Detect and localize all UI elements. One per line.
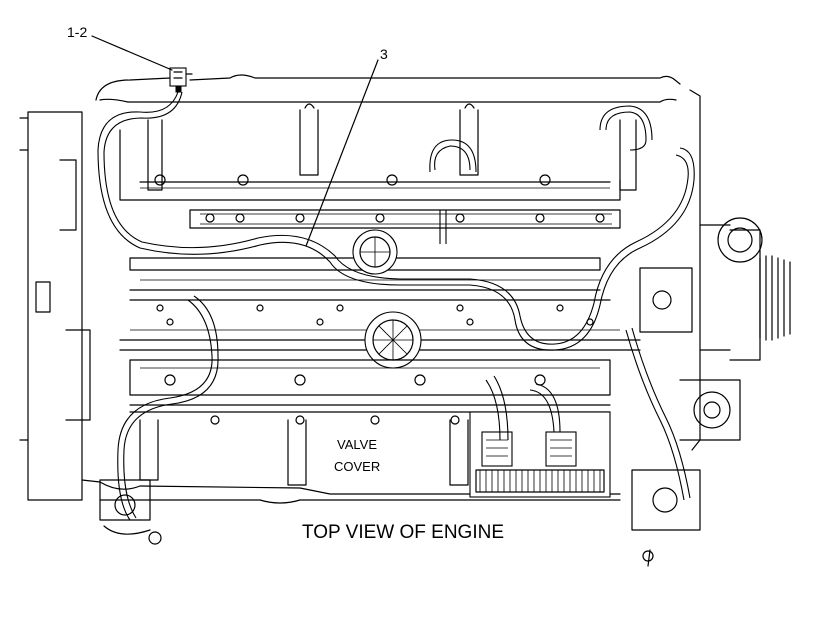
wiring-harness — [97, 91, 695, 521]
leader-line-3 — [305, 59, 379, 247]
callout-label-3: 3 — [380, 46, 388, 62]
ecm-module — [469, 411, 611, 498]
leader-line-1-2 — [91, 35, 173, 71]
cover-label: COVER — [334, 459, 381, 474]
diagram-caption: TOP VIEW OF ENGINE — [302, 522, 504, 543]
oil-filler-cap-upper — [352, 229, 398, 275]
leader-lines — [91, 35, 379, 247]
left-fittings — [35, 159, 162, 545]
upper-valve-cover — [119, 103, 637, 229]
valve-label: VALVE — [337, 437, 377, 452]
lower-valve-cover — [129, 359, 611, 486]
sensor-1-2 — [169, 67, 193, 93]
engine-outline — [19, 74, 761, 504]
oil-filler-cap-lower — [364, 311, 422, 369]
front-pulleys — [631, 217, 791, 567]
callout-label-1-2: 1-2 — [67, 24, 88, 40]
